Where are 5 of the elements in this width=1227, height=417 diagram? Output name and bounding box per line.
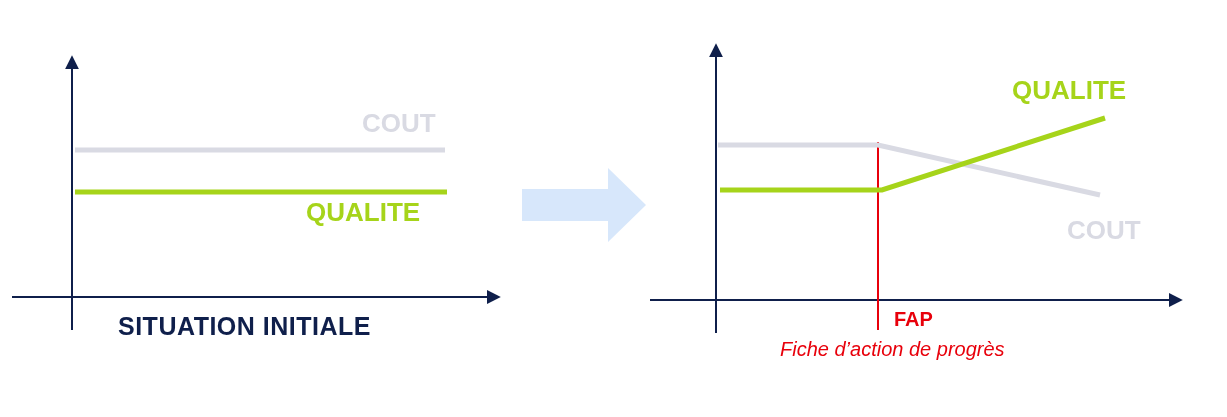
block-arrow [522,168,646,242]
chart-caption: SITUATION INITIALE [118,314,371,339]
marker-label: FAP [894,309,933,329]
curve-label: QUALITE [306,199,421,225]
curve-label: QUALITE [1012,77,1127,103]
